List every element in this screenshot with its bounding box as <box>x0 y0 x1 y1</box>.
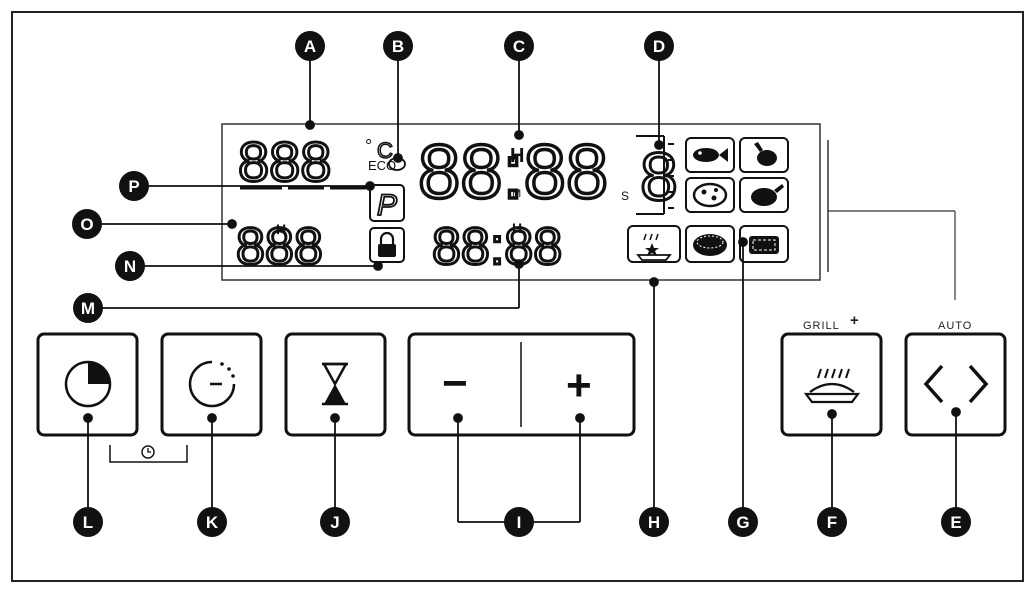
svg-text:L: L <box>83 513 93 532</box>
grill-plus-button[interactable]: GRILL + <box>780 312 883 437</box>
chevrons-icon <box>923 364 989 404</box>
svg-text:J: J <box>330 513 339 532</box>
svg-text:N: N <box>124 257 136 276</box>
callout-l: L <box>73 507 103 537</box>
callout-b: B <box>383 31 413 61</box>
svg-text:H: H <box>648 513 660 532</box>
auto-button[interactable]: AUTO <box>904 320 1007 437</box>
chicken-leg-icon <box>754 142 777 166</box>
callout-o: O <box>72 209 102 239</box>
svg-text:M: M <box>81 299 95 318</box>
level-bracket <box>636 135 674 215</box>
callout-e: E <box>941 507 971 537</box>
leader-lines <box>83 46 961 523</box>
svg-text:K: K <box>206 513 219 532</box>
outer-frame <box>11 11 1024 582</box>
grill-plus-sign: + <box>850 312 859 329</box>
callout-k: K <box>197 507 227 537</box>
lasagna-icon <box>749 236 779 254</box>
callout-h: H <box>639 507 669 537</box>
callout-p: P <box>119 171 149 201</box>
weight-h-label: H <box>276 221 286 237</box>
display-panel <box>221 123 821 281</box>
hourglass-icon <box>321 362 349 406</box>
timer-icon <box>188 360 236 408</box>
callout-g: G <box>728 507 758 537</box>
seconds-label: S <box>621 189 629 203</box>
callouts: A B C D P O N M H G L K J I F E <box>72 31 971 537</box>
hours-label: H <box>510 145 524 167</box>
timer-select-bracket <box>109 445 188 463</box>
svg-text:C: C <box>513 37 525 56</box>
plus-minus-button[interactable]: − + <box>407 332 636 437</box>
grill-plate-icon <box>636 233 672 261</box>
grill-icon <box>803 368 861 404</box>
roast-chicken-icon <box>751 184 784 206</box>
pie-icon <box>693 234 727 256</box>
pizza-icon <box>692 182 728 208</box>
degree-symbol: ° <box>365 136 372 156</box>
svg-text:B: B <box>392 37 404 56</box>
svg-text:E: E <box>950 513 961 532</box>
weight-digits: 888 <box>236 218 323 276</box>
callout-c: C <box>504 31 534 61</box>
small-clock-icon <box>141 445 155 459</box>
callout-m: M <box>73 293 103 323</box>
minus-label[interactable]: − <box>442 359 468 408</box>
clock-icon <box>64 360 112 408</box>
timer-digits: 88:88 <box>432 218 562 276</box>
program-symbol-box <box>369 184 405 222</box>
grill-label: GRILL <box>803 320 840 332</box>
timer-h-label: H <box>512 220 522 236</box>
temperature-digits: 888 <box>237 129 366 195</box>
minutes-label: M <box>512 188 521 200</box>
plus-label[interactable]: + <box>566 361 592 410</box>
svg-text:G: G <box>736 513 749 532</box>
callout-i: I <box>504 507 534 537</box>
clock-digits: 88:88 <box>418 130 608 215</box>
svg-text:O: O <box>80 215 93 234</box>
fish-icon <box>693 148 728 162</box>
svg-text:A: A <box>304 37 316 56</box>
lock-icon-box <box>369 227 405 263</box>
svg-text:I: I <box>517 513 522 532</box>
callout-f: F <box>817 507 847 537</box>
auto-label: AUTO <box>938 320 972 332</box>
callout-d: D <box>644 31 674 61</box>
lock-icon <box>378 231 396 257</box>
svg-text:D: D <box>653 37 665 56</box>
svg-text:888: 888 <box>238 130 331 193</box>
callout-j: J <box>320 507 350 537</box>
celsius-symbol: C <box>377 138 393 163</box>
svg-text:P: P <box>128 177 139 196</box>
program-symbol: P <box>377 189 397 222</box>
svg-text:F: F <box>827 513 837 532</box>
callout-a: A <box>295 31 325 61</box>
callout-n: N <box>115 251 145 281</box>
